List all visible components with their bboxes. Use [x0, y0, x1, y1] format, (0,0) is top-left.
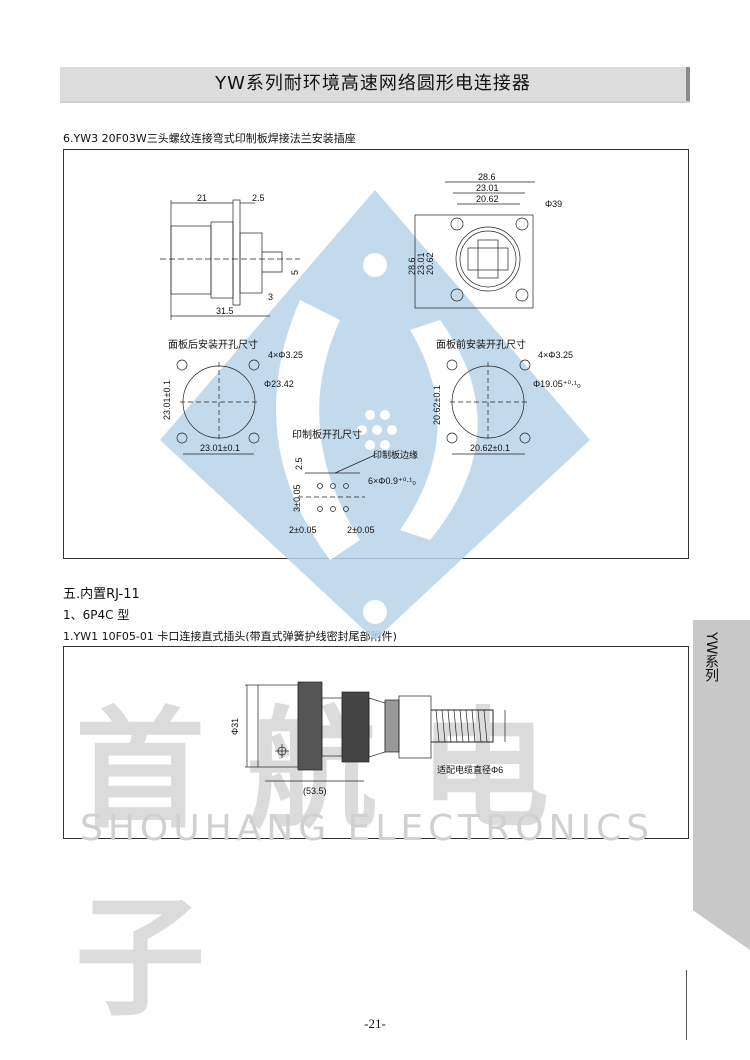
- margin-line: [686, 970, 687, 1040]
- drawing-line: Φ31 (53.5) 适配电缆直径Φ6: [230, 718, 503, 796]
- drawing-line: [467, 247, 509, 271]
- dim-23-01-h: 23.01: [416, 252, 426, 275]
- drawing-line: [239, 232, 263, 294]
- pcb-edge-label: 印制板边缘: [373, 449, 418, 460]
- drawing-line: [176, 432, 188, 444]
- pcb-pitch-2: 2±0.05: [347, 525, 374, 535]
- drawing-line: [232, 199, 241, 306]
- dim-dia-39: Φ39: [545, 199, 562, 209]
- drawing-line: [446, 359, 458, 371]
- pcb-dim-2-5: 2.5: [294, 457, 304, 470]
- rear-h-dim: 23.01±0.1: [200, 443, 240, 453]
- drawing-line: 印制板开孔尺寸 印制板边缘 2.5 3±0.05 6×Φ0.9⁺⁰·¹₀ 2±0…: [289, 428, 418, 535]
- pcb-cutout-title: 印制板开孔尺寸: [292, 428, 362, 441]
- drawing-line: [459, 230, 517, 288]
- drawing-line: [450, 288, 464, 302]
- drawing-line: [330, 506, 336, 512]
- drawing-line: [262, 251, 283, 273]
- plug-dia: Φ31: [230, 718, 240, 735]
- section5-subtitle: 1、6P4C 型: [63, 608, 130, 622]
- drawing-line: [317, 483, 323, 489]
- drawing-line: [297, 681, 323, 771]
- pcb-holes: 6×Φ0.9⁺⁰·¹₀: [368, 476, 416, 486]
- front-dia: Φ19.05⁺⁰·¹₀: [533, 379, 581, 389]
- drawing-line: [341, 691, 370, 763]
- rear-v-dim: 23.01±0.1: [162, 380, 172, 420]
- plug-length: (53.5): [303, 786, 327, 796]
- front-cutout-title: 面板前安装开孔尺寸: [436, 338, 526, 351]
- drawing-line: [334, 454, 376, 474]
- dim-20-62-w: 20.62: [476, 194, 499, 204]
- rear-dia: Φ23.42: [264, 379, 294, 389]
- dim-28-6-h: 28.6: [407, 257, 417, 275]
- front-holes: 4×Φ3.25: [538, 350, 573, 360]
- drawing-line: [170, 225, 212, 295]
- front-v-dim: 20.62±0.1: [432, 385, 442, 425]
- side-tab: YW系列: [693, 620, 750, 950]
- front-view-drawing: [414, 181, 535, 309]
- drawing-line: [176, 359, 188, 371]
- dim-3: 3: [268, 292, 273, 302]
- drawing-line: 21 2.5 5 3 31.5: [197, 193, 300, 316]
- page-number: -21-: [364, 1016, 386, 1031]
- drawing-line: [515, 217, 529, 231]
- drawing-line: [519, 359, 531, 371]
- drawing-line: [431, 709, 494, 743]
- pcb-cutout-drawing: [298, 454, 376, 512]
- plug-cable-note: 适配电缆直径Φ6: [437, 764, 503, 775]
- drawing-line: 28.6 23.01 20.62 Φ39 28.6 23.01 20.62: [407, 172, 562, 275]
- drawing-line: [368, 697, 386, 758]
- header-divider: [60, 101, 690, 103]
- drawing-line: [435, 709, 488, 743]
- drawing-line: [317, 506, 323, 512]
- dim-21: 21: [197, 193, 207, 203]
- rear-holes: 4×Φ3.25: [268, 350, 303, 360]
- plug-drawing: [245, 681, 506, 782]
- side-view-drawing: [160, 199, 300, 320]
- drawing-line: [515, 288, 529, 302]
- front-h-dim: 20.62±0.1: [470, 443, 510, 453]
- drawing-line: [248, 359, 260, 371]
- page-header: YW系列耐环境高速网络圆形电连接器: [60, 67, 690, 101]
- rear-cutout-drawing: [176, 359, 260, 455]
- dim-20-62-h: 20.62: [425, 252, 435, 275]
- drawing-line: 面板后安装开孔尺寸 4×Φ3.25 Φ23.42 23.01±0.1 23.01…: [162, 338, 303, 453]
- section5-title: 五.内置RJ-11: [63, 587, 140, 602]
- drawing-line: [321, 697, 343, 757]
- drawing-line: [519, 432, 531, 444]
- drawing-line: [248, 432, 260, 444]
- drawing-line: [343, 506, 349, 512]
- drawing-line: [343, 483, 349, 489]
- drawing-line: [446, 432, 458, 444]
- drawing-line: [384, 699, 400, 753]
- drawing-line: [210, 221, 234, 299]
- drawing-line: [477, 239, 499, 279]
- drawing-line: [450, 217, 464, 231]
- dim-23-01-w: 23.01: [476, 183, 499, 193]
- section1-title: 6.YW3 20F03W三头螺纹连接弯式印制板焊接法兰安装插座: [63, 132, 356, 145]
- dim-2-5: 2.5: [252, 193, 265, 203]
- side-tab-label: YW系列: [703, 632, 719, 683]
- drawing-line: [330, 483, 336, 489]
- drawing-frame-2: [63, 646, 689, 839]
- pcb-pitch-1: 2±0.05: [289, 525, 316, 535]
- dim-31-5: 31.5: [216, 306, 234, 316]
- drawing-line: [257, 684, 299, 768]
- drawing-line: [414, 214, 534, 309]
- rear-cutout-title: 面板后安装开孔尺寸: [168, 338, 258, 351]
- dim-5: 5: [290, 270, 300, 275]
- pcb-dim-3: 3±0.05: [292, 485, 302, 512]
- drawing-line: [455, 226, 521, 292]
- drawing-line: 面板前安装开孔尺寸 4×Φ3.25 Φ19.05⁺⁰·¹₀ 20.62±0.1 …: [432, 338, 581, 453]
- drawing-line: [398, 695, 432, 759]
- front-cutout-drawing: [446, 359, 531, 455]
- dim-28-6-w: 28.6: [478, 172, 496, 182]
